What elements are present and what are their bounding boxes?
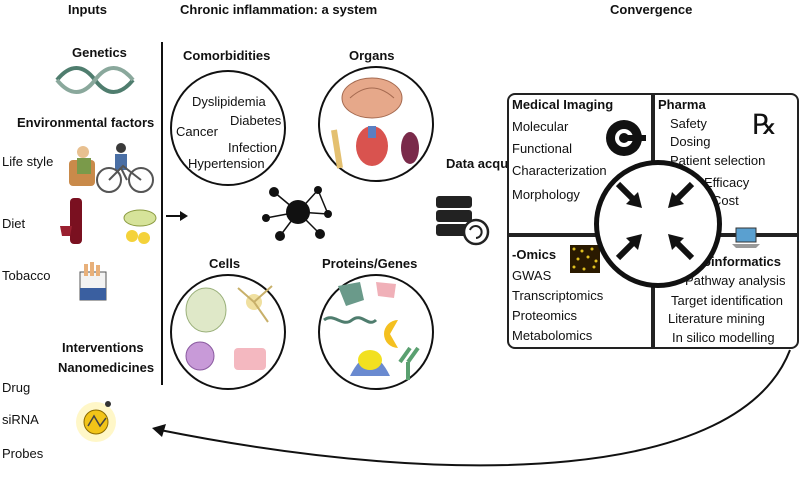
omics-item: Proteomics <box>512 308 578 323</box>
comorbidity-item: Diabetes <box>230 113 282 128</box>
nanoparticle-icon <box>76 401 116 442</box>
pharma-item: Patient selection <box>670 153 766 168</box>
probes-label: Probes <box>2 446 44 461</box>
imaging-title: Medical Imaging <box>512 97 614 112</box>
drug-label: Drug <box>2 380 31 395</box>
pharma-item: Dosing <box>670 134 711 149</box>
cells-circle <box>170 274 286 390</box>
feedback-arrow <box>152 349 791 467</box>
tobacco-label: Tobacco <box>2 268 51 283</box>
network-icon <box>262 186 332 241</box>
imaging-item: Morphology <box>512 187 580 202</box>
comorbidity-item: Infection <box>228 140 278 155</box>
lifestyle-icon <box>69 143 154 193</box>
omics-title: -Omics <box>512 247 557 262</box>
dna-icon <box>55 66 135 94</box>
comorbidities-title: Comorbidities <box>183 48 271 63</box>
pharma-item: Efficacy <box>704 175 750 190</box>
convergence-arrows-icon <box>615 181 695 261</box>
comorbidity-item: Cancer <box>176 124 218 139</box>
diet-label: Diet <box>2 216 26 231</box>
proteins-title: Proteins/Genes <box>322 256 418 271</box>
genetics-label: Genetics <box>72 45 127 60</box>
cells-title: Cells <box>209 256 241 271</box>
microarray-icon <box>570 245 600 273</box>
sirna-label: siRNA <box>2 412 39 427</box>
system-header: Chronic inflammation: a system <box>180 2 378 17</box>
omics-item: GWAS <box>512 268 552 283</box>
tobacco-icon <box>79 262 107 301</box>
lifestyle-label: Life style <box>2 154 54 169</box>
imaging-item: Characterization <box>512 163 607 178</box>
imaging-item: Functional <box>512 141 572 156</box>
bioinformatics-item: Pathway analysis <box>685 273 786 288</box>
left-divider <box>161 42 188 385</box>
pharma-title: Pharma <box>658 97 706 112</box>
bioinformatics-title: Bioinformatics <box>690 254 782 269</box>
comorbidity-item: Hypertension <box>188 156 265 171</box>
nanomedicines-label: Nanomedicines <box>58 360 155 375</box>
database-icon <box>436 196 490 246</box>
scanner-icon <box>606 120 646 156</box>
inputs-header: Inputs <box>68 2 107 17</box>
organs-title: Organs <box>349 48 395 63</box>
cells-icon <box>185 285 273 371</box>
convergence-circle <box>594 160 722 288</box>
rx-symbol-icon: ℞ <box>752 108 778 141</box>
omics-item: Transcriptomics <box>512 288 604 303</box>
bioinformatics-item: Target identification <box>671 293 784 308</box>
pharma-item: Safety <box>670 116 707 131</box>
organs-icon <box>331 77 419 169</box>
omics-item: Metabolomics <box>512 328 593 343</box>
bioinformatics-panel <box>653 235 799 349</box>
interventions-label: Interventions <box>62 340 144 355</box>
comorbidity-item: Dyslipidemia <box>192 94 266 109</box>
diet-icon <box>60 198 157 244</box>
comorbidities-circle <box>170 70 286 186</box>
laptop-icon <box>732 227 760 248</box>
bioinformatics-item: In silico modelling <box>672 330 775 345</box>
imaging-item: Molecular <box>512 119 569 134</box>
convergence-header: Convergence <box>610 2 693 17</box>
environmental-label: Environmental factors <box>17 115 155 130</box>
bioinformatics-item: Literature mining <box>668 311 765 326</box>
proteins-icon <box>323 282 420 380</box>
